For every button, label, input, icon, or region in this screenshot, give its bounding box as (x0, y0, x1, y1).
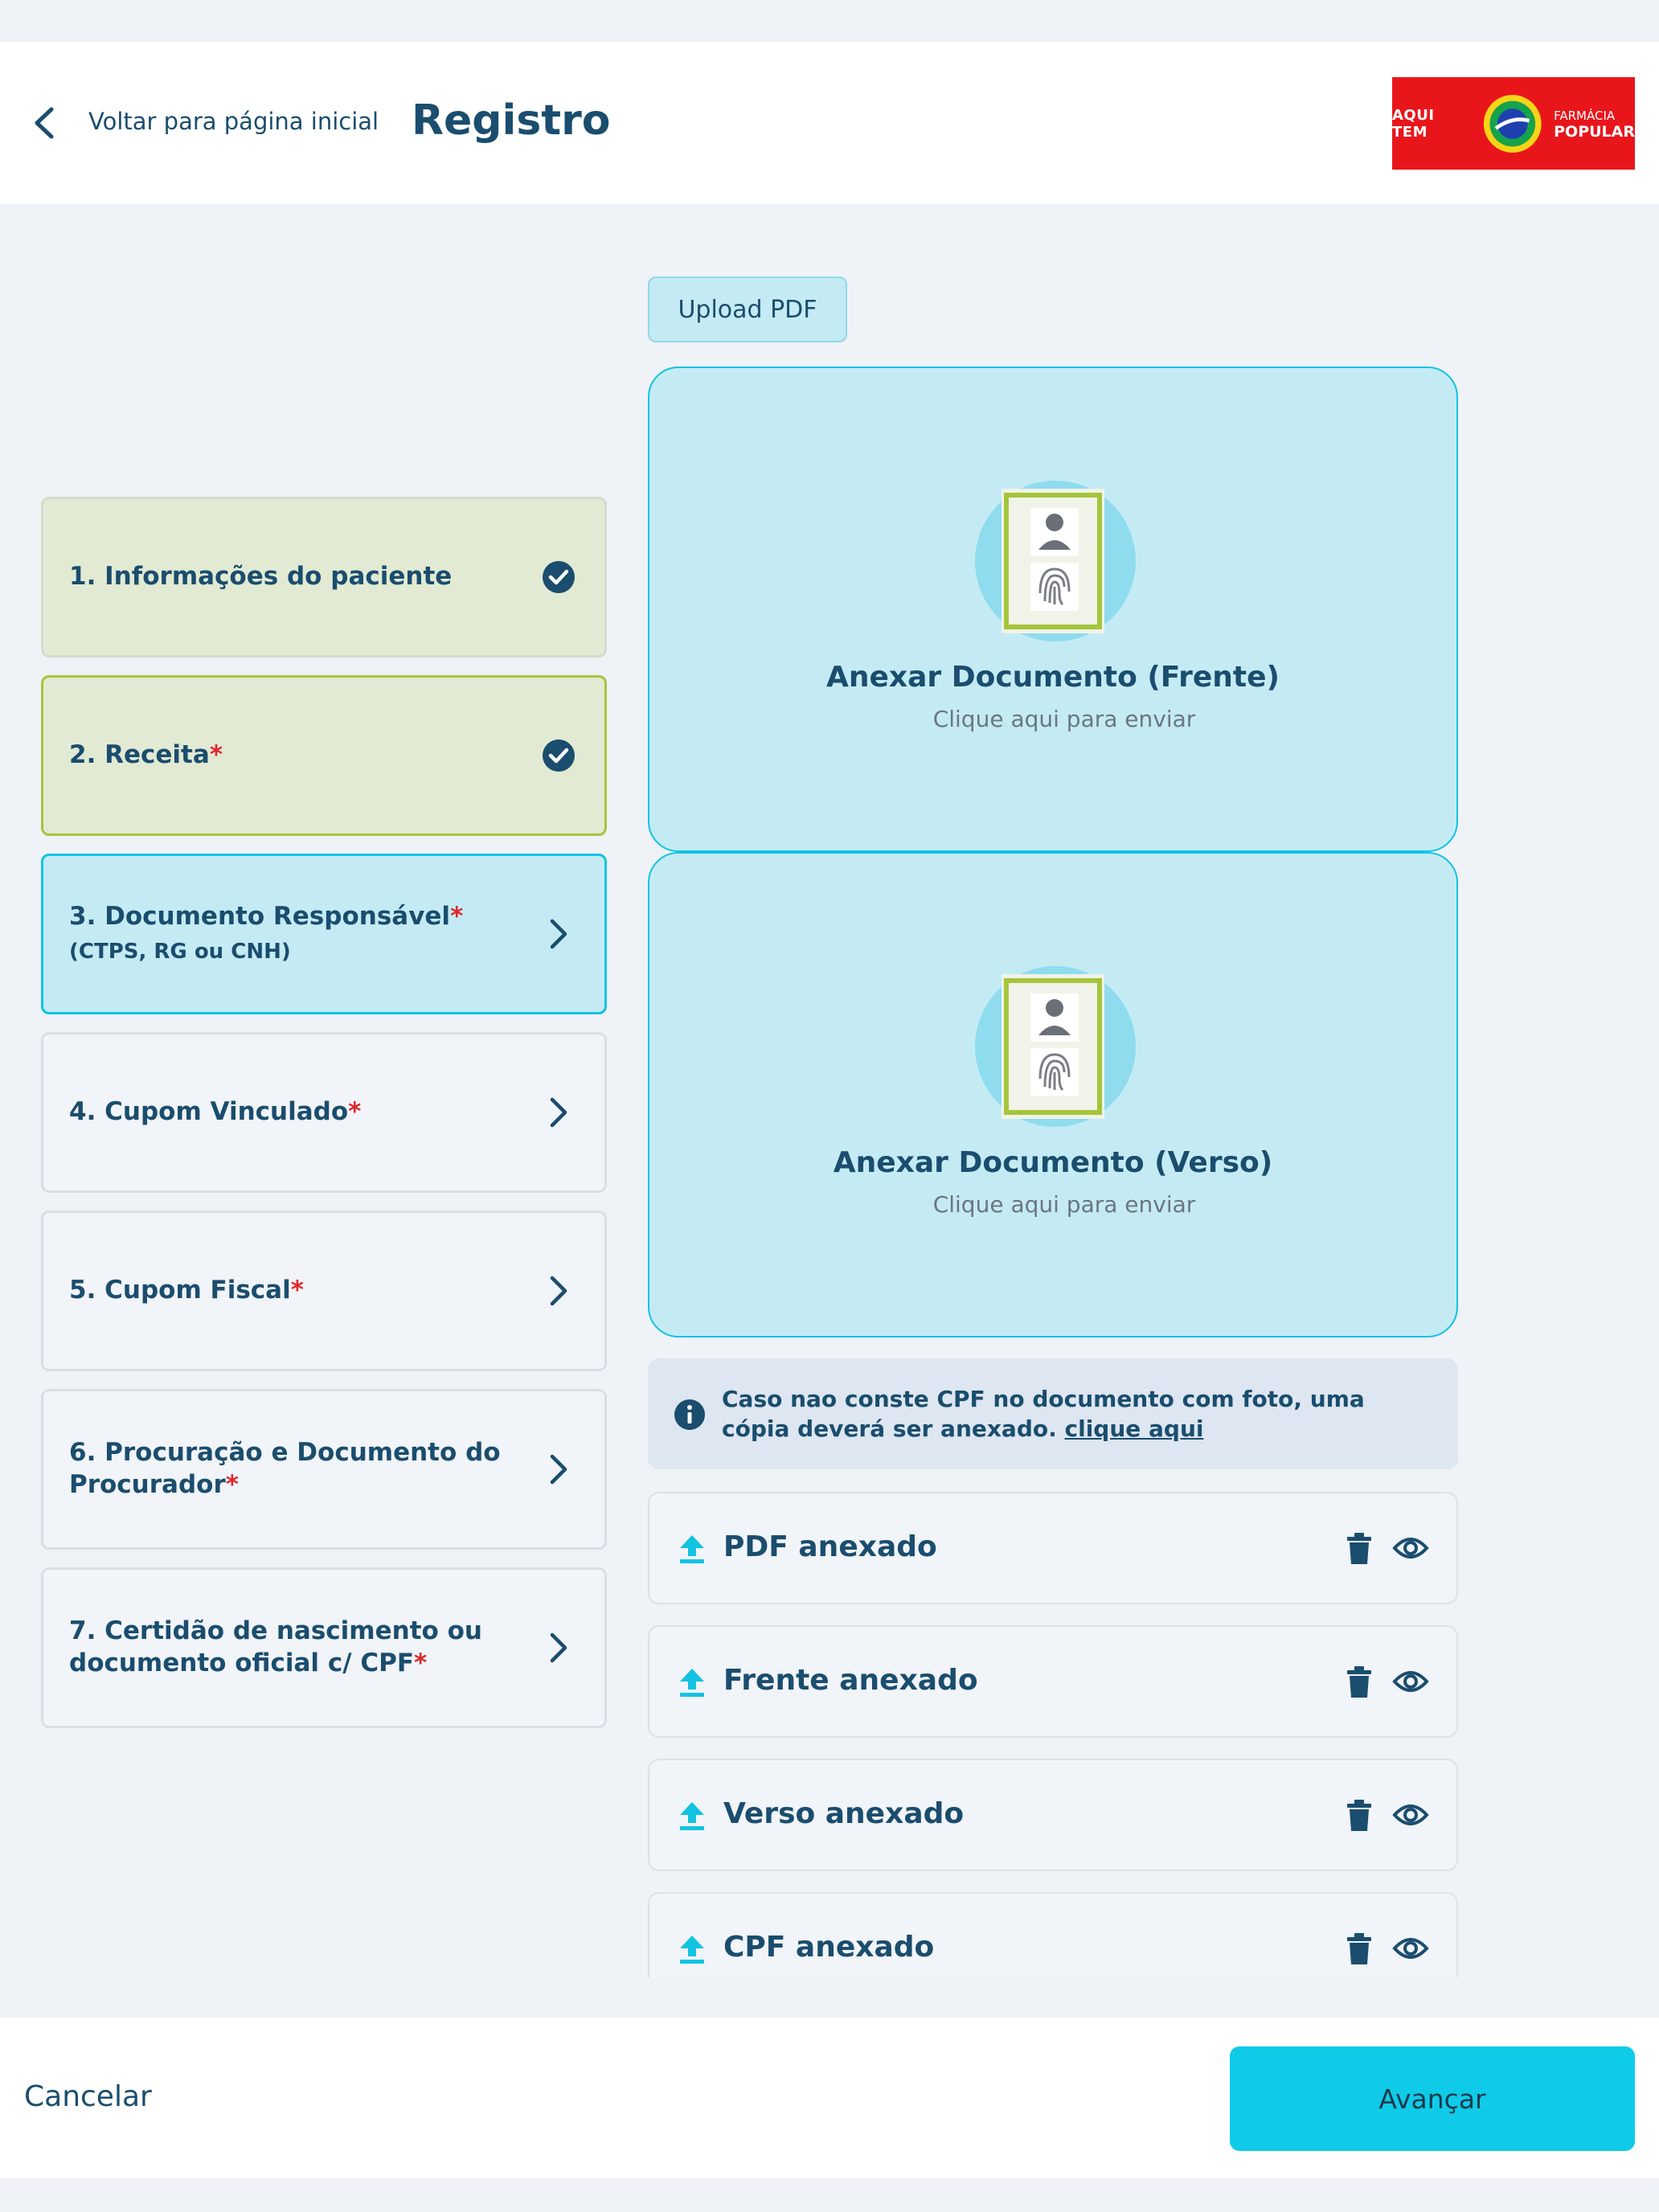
eye-icon[interactable] (1392, 1534, 1429, 1563)
upload-icon (680, 1936, 704, 1964)
upload-icon (680, 1669, 704, 1697)
attachment-row: CPF anexado (648, 1892, 1458, 1977)
attachment-label: Verso anexado (723, 1797, 965, 1830)
check-circle-icon (543, 739, 575, 772)
step-label: 7. Certidão de nascimento ou documento o… (69, 1616, 482, 1677)
step-label: 5. Cupom Fiscal* (69, 1276, 304, 1305)
step-item-1[interactable]: 1. Informações do paciente (41, 497, 607, 657)
dropzone-back[interactable]: Anexar Documento (Verso) Clique aqui par… (648, 852, 1458, 1337)
step-label: 2. Receita* (69, 740, 223, 769)
dropzone-back-subtitle: Clique aqui para enviar (932, 1191, 1196, 1218)
cpf-info-banner: Caso nao conste CPF no documento com fot… (648, 1358, 1458, 1469)
step-item-6[interactable]: 6. Procuração e Documento do Procurador* (41, 1389, 607, 1550)
dropzone-front[interactable]: Anexar Documento (Frente) Clique aqui pa… (648, 367, 1458, 852)
id-document-icon (975, 966, 1136, 1127)
chevron-right-icon (550, 1454, 567, 1485)
info-message: Caso nao conste CPF no documento com fot… (722, 1386, 1365, 1442)
attachment-label: CPF anexado (723, 1931, 935, 1964)
step-item-5[interactable]: 5. Cupom Fiscal* (41, 1210, 607, 1371)
back-link[interactable]: Voltar para página inicial (88, 108, 379, 135)
bottom-bar: Cancelar Avançar (0, 2017, 1659, 2178)
page-title: Registro (412, 96, 611, 145)
dropzone-front-title: Anexar Documento (Frente) (826, 661, 1280, 694)
attachment-row: Verso anexado (648, 1759, 1458, 1871)
attachment-row: PDF anexado (648, 1492, 1458, 1604)
chevron-right-icon (550, 1632, 567, 1663)
chevron-right-icon (550, 1097, 567, 1128)
required-mark: * (290, 1276, 304, 1305)
dropzone-front-subtitle: Clique aqui para enviar (932, 706, 1196, 732)
top-bar (0, 42, 1659, 204)
step-item-2[interactable]: 2. Receita* (41, 675, 607, 836)
step-label: 4. Cupom Vinculado* (69, 1097, 362, 1126)
upload-pdf-button[interactable]: Upload PDF (648, 276, 847, 342)
upload-icon (680, 1802, 704, 1830)
step-label: 1. Informações do paciente (69, 562, 453, 591)
upload-icon (680, 1535, 704, 1563)
attachment-label: Frente anexado (723, 1664, 978, 1697)
check-circle-icon (543, 561, 575, 593)
eye-icon[interactable] (1392, 1934, 1429, 1963)
step-note: (CTPS, RG ou CNH) (69, 940, 291, 964)
trash-icon[interactable] (1346, 1665, 1373, 1699)
step-item-7[interactable]: 7. Certidão de nascimento ou documento o… (41, 1567, 607, 1728)
attachment-label: PDF anexado (723, 1530, 937, 1563)
trash-icon[interactable] (1346, 1532, 1373, 1566)
info-click-here-link[interactable]: clique aqui (1064, 1415, 1204, 1442)
next-button[interactable]: Avançar (1230, 2046, 1635, 2151)
required-mark: * (209, 740, 223, 769)
required-mark: * (348, 1097, 362, 1126)
logo-text-right: FARMÁCIA POPULAR (1554, 108, 1635, 141)
eye-icon[interactable] (1392, 1800, 1429, 1829)
logo-text-left: AQUI TEM (1392, 106, 1435, 141)
step-item-4[interactable]: 4. Cupom Vinculado* (41, 1032, 607, 1193)
attachment-row: Frente anexado (648, 1625, 1458, 1738)
chevron-right-icon (550, 919, 567, 949)
step-item-3[interactable]: 3. Documento Responsável* (CTPS, RG ou C… (41, 854, 607, 1014)
farmacia-popular-logo: AQUI TEM FARMÁCIA POPULAR (1392, 77, 1635, 170)
eye-icon[interactable] (1392, 1667, 1429, 1696)
dropzone-back-title: Anexar Documento (Verso) (833, 1146, 1273, 1179)
step-label: 6. Procuração e Documento do Procurador* (69, 1438, 501, 1499)
trash-icon[interactable] (1346, 1799, 1373, 1833)
required-mark: * (450, 902, 464, 931)
id-document-icon (975, 481, 1136, 641)
step-label: 3. Documento Responsável* (CTPS, RG ou C… (69, 902, 464, 964)
brazil-seal-icon (1483, 94, 1542, 153)
chevron-left-icon[interactable] (29, 103, 61, 143)
trash-icon[interactable] (1346, 1932, 1373, 1966)
chevron-right-icon (550, 1276, 567, 1306)
required-mark: * (225, 1470, 239, 1499)
required-mark: * (414, 1649, 428, 1677)
cancel-button[interactable]: Cancelar (24, 2080, 152, 2113)
info-icon (674, 1399, 705, 1430)
